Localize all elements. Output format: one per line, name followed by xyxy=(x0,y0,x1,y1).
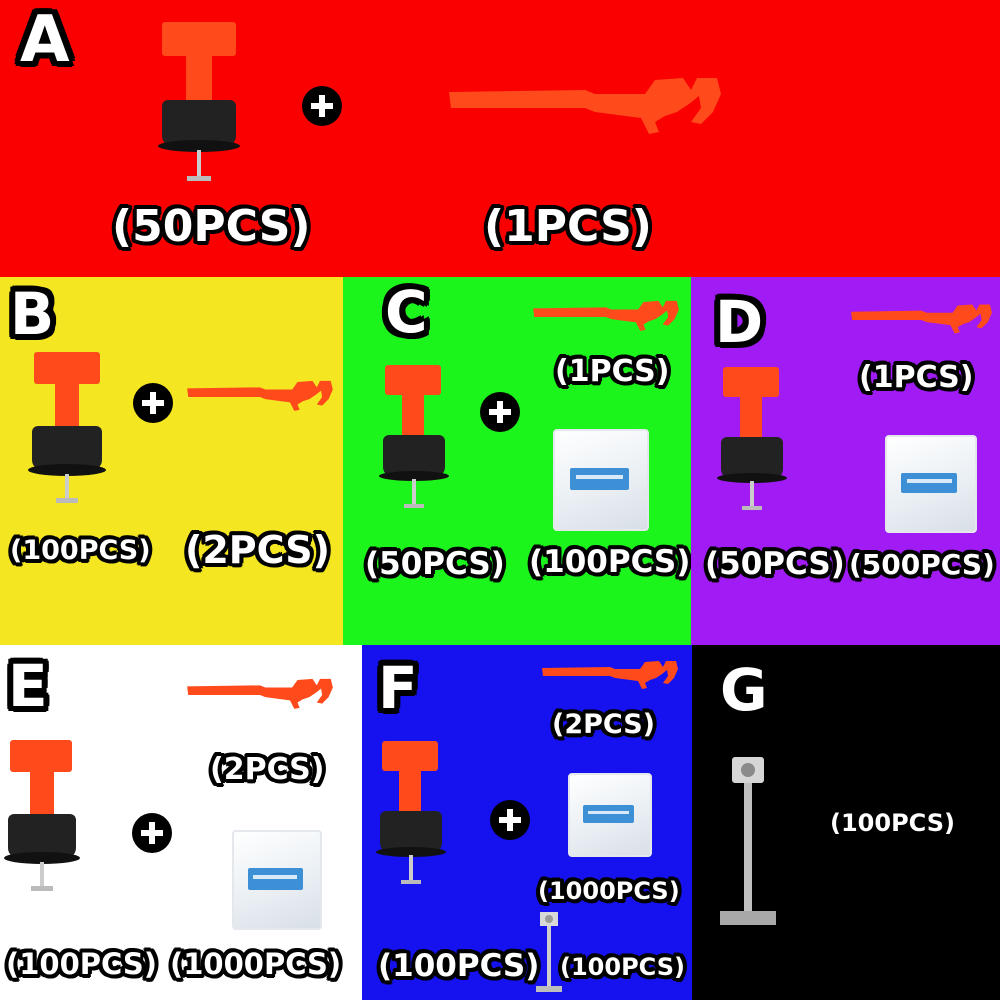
wrench-tool-image xyxy=(533,300,679,331)
option-letter: B xyxy=(10,280,55,348)
plus-icon xyxy=(480,392,520,432)
plus-icon xyxy=(132,813,172,853)
clip-quantity: (50PCS) xyxy=(365,546,505,582)
wrench-tool-image xyxy=(851,304,992,334)
plus-icon xyxy=(302,86,342,126)
pin-quantity: (100PCS) xyxy=(830,809,955,837)
spacer-bag-image xyxy=(568,773,652,857)
option-f-panel[interactable]: F (2PCS) (1000PCS) (100PCS) (100PCS) xyxy=(362,645,692,1000)
wrench-quantity: (1PCS) xyxy=(555,354,670,389)
bag-quantity: (1000PCS) xyxy=(170,947,342,981)
bag-quantity: (500PCS) xyxy=(849,548,995,581)
spacer-bag-image xyxy=(885,435,977,533)
option-letter: C xyxy=(385,278,428,346)
plus-icon xyxy=(133,383,173,423)
clip-quantity: (100PCS) xyxy=(378,948,540,984)
option-letter: F xyxy=(378,654,418,722)
leveling-clip-image xyxy=(28,352,108,512)
leveling-clip-image xyxy=(376,741,446,896)
wrench-quantity: (2PCS) xyxy=(552,709,656,740)
option-letter: A xyxy=(20,3,70,77)
option-b-panel[interactable]: B (100PCS) (2PCS) xyxy=(0,277,343,645)
leveling-clip-image xyxy=(717,367,787,522)
bag-quantity: (1000PCS) xyxy=(538,877,680,905)
clip-quantity: (50PCS) xyxy=(112,201,311,252)
wrench-tool-image xyxy=(542,661,678,689)
leveling-clip-image xyxy=(4,740,80,900)
wrench-tool-image xyxy=(187,380,333,411)
wrench-quantity: (1PCS) xyxy=(859,360,974,395)
leveling-clip-image xyxy=(158,22,240,187)
wrench-tool-image xyxy=(449,78,721,134)
wrench-quantity: (2PCS) xyxy=(210,752,325,787)
option-d-panel[interactable]: D (1PCS) (50PCS) (500PCS) xyxy=(691,277,1000,645)
pin-quantity: (100PCS) xyxy=(560,953,685,981)
option-c-panel[interactable]: C (1PCS) (50PCS) (100PCS) xyxy=(343,277,691,645)
option-letter: E xyxy=(8,652,48,720)
wrench-quantity: (2PCS) xyxy=(185,528,330,572)
option-letter: G xyxy=(720,656,768,724)
plus-icon xyxy=(490,800,530,840)
option-a-panel[interactable]: A (50PCS) (1PCS) xyxy=(0,0,1000,277)
clip-quantity: (100PCS) xyxy=(10,535,151,566)
bag-quantity: (100PCS) xyxy=(529,544,691,580)
spacer-pin-image xyxy=(720,757,776,925)
wrench-quantity: (1PCS) xyxy=(484,201,652,252)
clip-quantity: (100PCS) xyxy=(6,947,158,981)
wrench-tool-image xyxy=(187,678,333,709)
spacer-bag-image xyxy=(232,830,322,930)
option-letter: D xyxy=(715,288,764,356)
option-g-panel[interactable]: G (100PCS) xyxy=(692,645,1000,1000)
spacer-bag-image xyxy=(553,429,649,531)
clip-quantity: (50PCS) xyxy=(705,546,845,582)
option-e-panel[interactable]: E (2PCS) (100PCS) (1000PCS) xyxy=(0,645,362,1000)
leveling-clip-image xyxy=(379,365,449,520)
spacer-pin-image xyxy=(536,912,562,992)
